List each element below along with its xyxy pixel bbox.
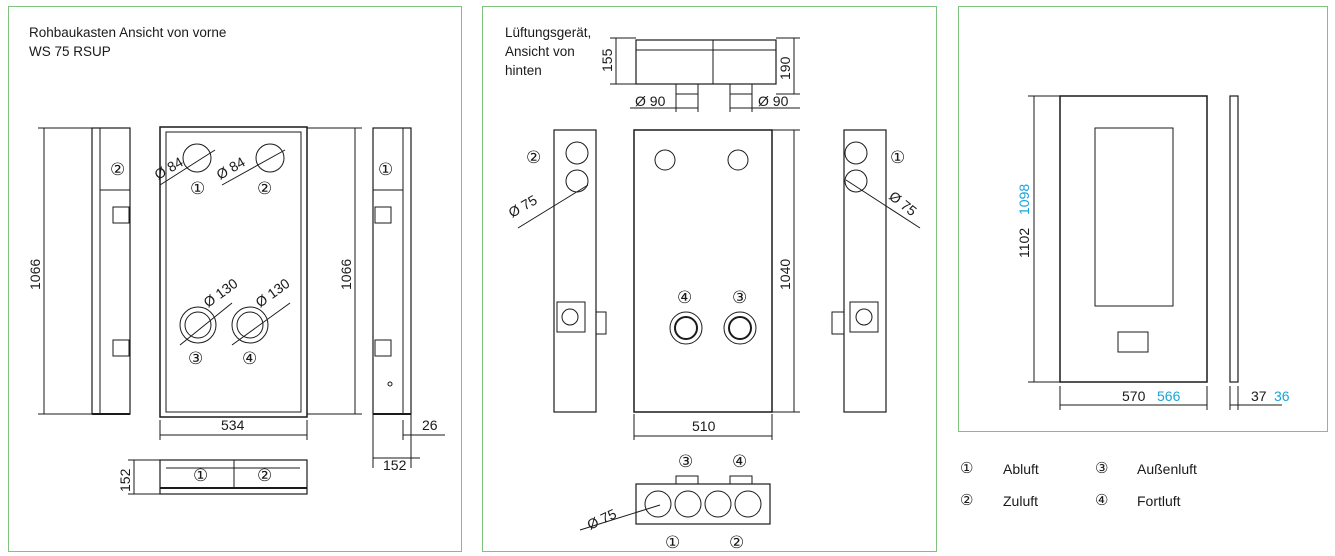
legend-label-1: Abluft (1003, 461, 1039, 477)
box-bottom-view (128, 459, 308, 495)
box-side-view-left (91, 127, 131, 415)
dim-width-label: 534 (221, 417, 245, 433)
panel-rohbaukasten (8, 6, 462, 552)
marker-3-rear: ③ (732, 288, 747, 307)
marker-4-bottom-p2: ④ (732, 452, 747, 471)
marker-2-side-left-p2: ② (526, 148, 541, 167)
box-front-view (159, 126, 308, 418)
panel2-title-line3: hinten (505, 63, 542, 78)
marker-1-front: ① (190, 179, 205, 198)
dim-height-inner-label: 1098 (1016, 184, 1032, 215)
dim-depth (372, 414, 445, 468)
marker-2-bottom: ② (257, 466, 272, 485)
marker-4-rear: ④ (677, 288, 692, 307)
dim-height-left (38, 127, 92, 415)
panel2-title: Lüftungsgerät, Ansicht von hinten (505, 24, 591, 79)
marker-3-front: ③ (188, 349, 203, 368)
panel-lueftungsgeraet (482, 6, 937, 552)
dim-height-right-label: 1066 (338, 259, 354, 290)
marker-3-bottom-p2: ③ (678, 452, 693, 471)
cover-front-view (1028, 95, 1208, 410)
marker-1-side-right-p2: ① (890, 148, 905, 167)
legend-num-3: ③ (1095, 460, 1109, 477)
dim-width-label-p2: 510 (692, 418, 716, 434)
marker-1-side-right: ① (378, 160, 393, 179)
legend-num-2: ② (960, 492, 974, 509)
legend-num-4: ④ (1095, 492, 1109, 509)
panel-abdeckung (958, 6, 1328, 432)
dia-90-left-label: Ø 90 (635, 93, 666, 109)
dim-height-left-label: 1066 (27, 259, 43, 290)
dim-height-label-p2: 1040 (777, 259, 793, 290)
marker-2-side-left: ② (110, 160, 125, 179)
unit-bottom-view (579, 475, 771, 531)
dim-155-label: 155 (599, 48, 615, 72)
marker-1-bottom: ① (193, 466, 208, 485)
unit-side-view-left (517, 129, 607, 413)
dim-width-inner-label: 566 (1157, 388, 1181, 404)
dim-width (159, 420, 308, 440)
dim-width-outer-label: 570 (1122, 388, 1146, 404)
panel1-title: Rohbaukasten Ansicht von vorne WS 75 RSU… (29, 24, 226, 60)
dim-height-outer-label: 1102 (1016, 228, 1032, 258)
legend-label-3: Außenluft (1137, 461, 1197, 477)
cover-side-view (1229, 95, 1282, 410)
legend-label-2: Zuluft (1003, 493, 1039, 509)
dim-depth-outer-label: 37 (1251, 388, 1267, 404)
unit-side-view-right (831, 129, 921, 413)
dim-bottom-height-label: 152 (117, 468, 133, 492)
panel2-title-line1: Lüftungsgerät, (505, 25, 592, 40)
unit-rear-view (633, 129, 800, 440)
marker-2-front: ② (257, 179, 272, 198)
dim-depth-small-label: 26 (422, 417, 438, 433)
dim-depth-inner-label: 36 (1274, 388, 1290, 404)
legend-label-4: Fortluft (1137, 493, 1181, 509)
legend-num-1: ① (960, 460, 974, 477)
panel1-title-line2: WS 75 RSUP (29, 44, 111, 59)
marker-4-front: ④ (242, 349, 257, 368)
panel1-title-line1: Rohbaukasten Ansicht von vorne (29, 25, 227, 40)
panel2-title-line2: Ansicht von (505, 44, 575, 59)
marker-2-bottom-p2: ② (729, 533, 744, 552)
dim-height-right (307, 127, 362, 415)
unit-top-view (610, 37, 800, 112)
marker-1-bottom-p2: ① (665, 533, 680, 552)
box-side-view-right (372, 127, 412, 415)
dia-90-right-label: Ø 90 (758, 93, 789, 109)
dim-depth-label: 152 (383, 457, 407, 473)
dim-190-label: 190 (777, 56, 793, 80)
